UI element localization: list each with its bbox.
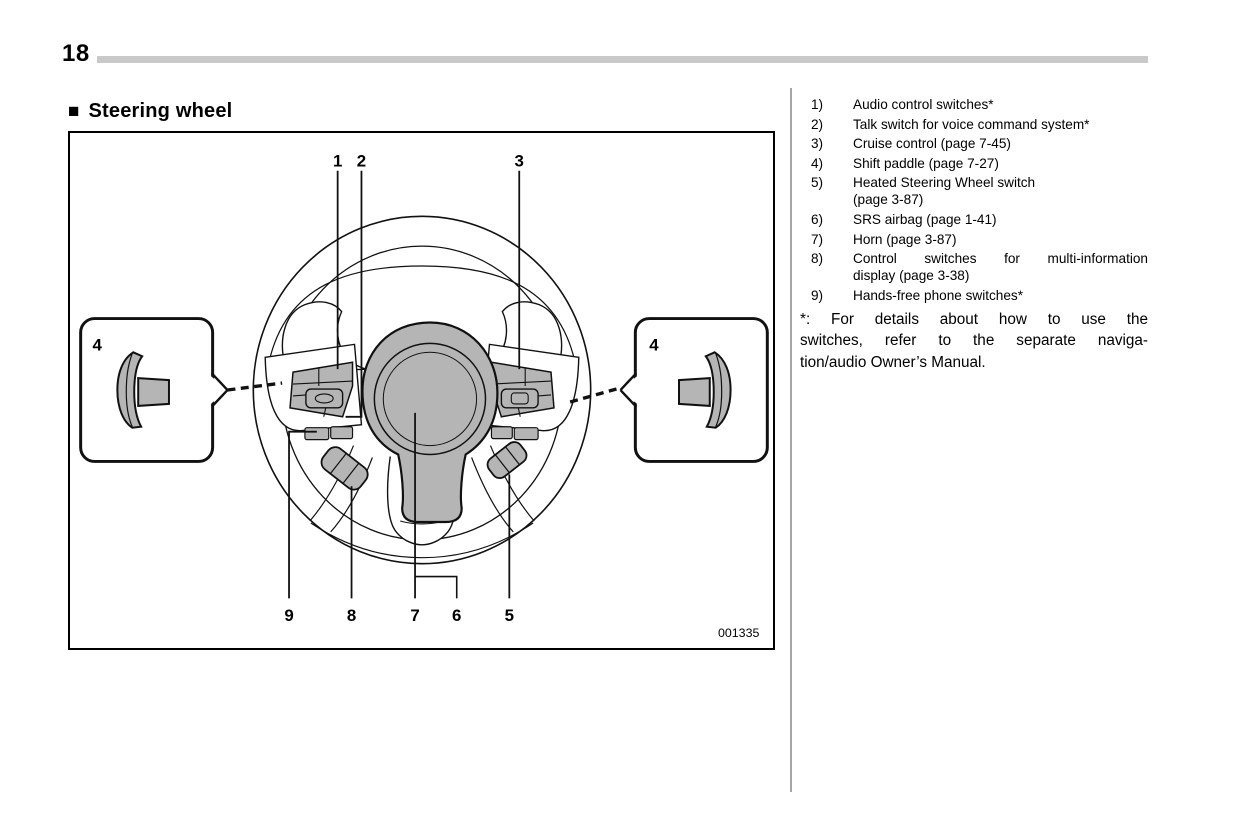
legend-item-text: SRS airbag (page 1-41) [853,211,1148,228]
header-rule [97,56,1148,63]
legend-footnote: *: For details about how to use the switc… [800,309,1148,374]
steering-wheel-figure: 4 4 1 2 3 9 8 7 [68,131,775,650]
legend-item-text: Heated Steering Wheel switch(page 3-87) [853,174,1148,208]
legend-item-number: 9) [811,287,824,303]
legend-item-number: 3) [811,136,824,152]
footnote-line: tion/audio Owner’s Manual. [800,353,986,371]
paddle-leader-dashes [227,381,617,405]
legend-item: 5) Heated Steering Wheel switch(page 3-87… [800,174,1148,208]
legend-item-text: Shift paddle (page 7-27) [853,155,1148,172]
section-marker-icon: ■ [68,101,80,122]
legend-item-line: display (page 3-38) [853,268,970,284]
legend-item-line: Cruise control (page 7-45) [853,136,1011,152]
legend-item-line: SRS airbag (page 1-41) [853,211,997,227]
legend-item: 3) Cruise control (page 7-45) [800,135,1148,152]
legend-item: 7) Horn (page 3-87) [800,231,1148,248]
callout-7: 7 [410,606,419,625]
legend-item-line: Hands-free phone switches* [853,287,1024,303]
left-switch-panel [289,361,354,441]
legend-item: 4) Shift paddle (page 7-27) [800,155,1148,172]
section-title: Steering wheel [88,100,233,122]
heated-steering-wheel-switch [486,441,528,479]
legend-column: 1) Audio control switches* 2) Talk switch f… [800,96,1148,374]
legend-item-number: 7) [811,231,824,247]
callout-1: 1 [333,152,342,171]
section-heading: ■ Steering wheel [68,100,232,123]
legend-item-line: Control switches for multi-information [853,251,1148,267]
callout-5: 5 [505,606,514,625]
callout-4-left: 4 [93,335,103,354]
shift-paddle-inset-left: 4 [79,317,229,463]
legend-item-text: Cruise control (page 7-45) [853,135,1148,152]
legend-item: 8) Control switches for multi-information… [800,250,1148,284]
legend-item-text: Talk switch for voice command system* [853,116,1148,133]
legend-item-number: 2) [811,116,824,132]
right-switch-panel [490,361,555,441]
legend-item-line: Heated Steering Wheel switch [853,175,1036,191]
steering-wheel-diagram: 4 4 1 2 3 9 8 7 [79,152,769,640]
legend-list: 1) Audio control switches* 2) Talk switch f… [800,96,1148,304]
shift-paddle-inset-right: 4 [619,317,769,463]
callout-9: 9 [284,606,293,625]
legend-item-number: 8) [811,251,824,267]
legend-item-line: Audio control switches* [853,97,994,112]
legend-item-number: 1) [811,97,824,112]
legend-item-line: Shift paddle (page 7-27) [853,155,999,171]
legend-item-number: 5) [811,175,824,191]
hub-airbag-pad [361,321,499,524]
legend-item: 6) SRS airbag (page 1-41) [800,211,1148,228]
legend-item-text: Horn (page 3-87) [853,231,1148,248]
legend-item: 2) Talk switch for voice command system* [800,116,1148,133]
callout-8: 8 [347,606,356,625]
callout-6: 6 [452,606,461,625]
legend-item-line: (page 3-87) [853,192,924,208]
legend-item: 1) Audio control switches* [800,96,1148,113]
callout-numbers: 1 2 3 9 8 7 6 5 [284,152,524,625]
legend-item-line: Horn (page 3-87) [853,231,957,247]
callout-lines [288,170,521,599]
legend-item-line: Talk switch for voice command system* [853,116,1090,132]
callout-2: 2 [357,152,366,171]
figure-code: 001335 [718,626,759,640]
legend-item-number: 6) [811,211,824,227]
multi-info-display-switch [320,446,369,491]
footnote-line: *: For details about how to use the [800,310,1148,328]
legend-item-number: 4) [811,155,824,171]
footnote-line: switches, refer to the separate naviga- [800,332,1148,350]
legend-item-text: Audio control switches* [853,96,1148,113]
callout-4-right: 4 [649,335,659,354]
callout-3: 3 [515,152,524,171]
legend-item-text: Hands-free phone switches* [853,287,1148,304]
page-number: 18 [62,40,90,67]
column-divider [790,88,792,792]
legend-item: 9) Hands-free phone switches* [800,287,1148,304]
